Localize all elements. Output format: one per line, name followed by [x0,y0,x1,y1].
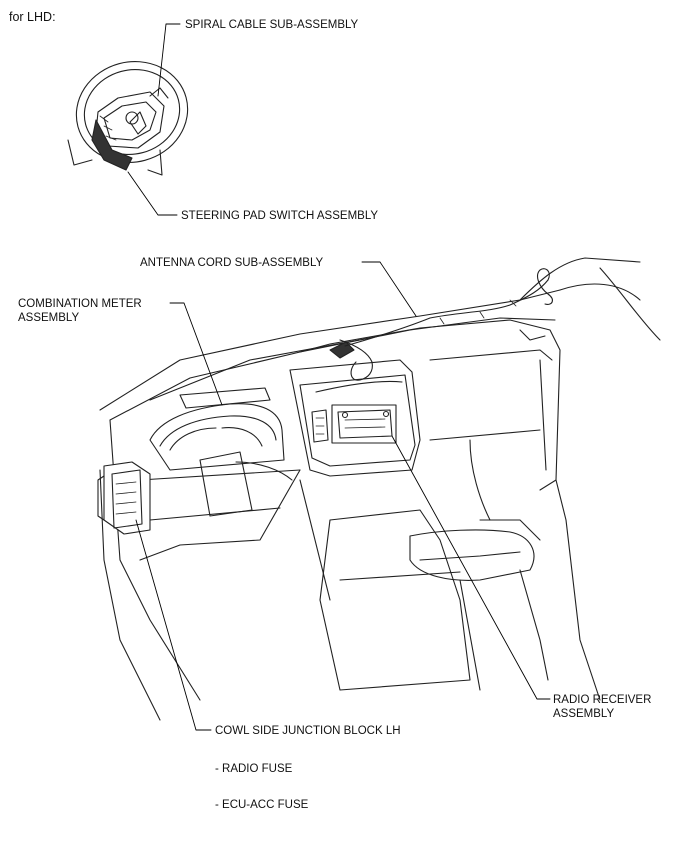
callout-combination-meter-line2: ASSEMBLY [18,312,80,324]
callout-radio-receiver-line2: ASSEMBLY [553,708,615,720]
callout-ecu-acc-fuse: - ECU-ACC FUSE [215,799,309,811]
callout-radio-fuse: - RADIO FUSE [215,763,293,775]
callout-antenna-cord: ANTENNA CORD SUB-ASSEMBLY [140,257,324,269]
leader-cowl-side-junction-block [135,519,212,731]
leader-antenna-cord [361,261,417,317]
callout-combination-meter: COMBINATION METER ASSEMBLY [18,297,142,325]
variant-label: for LHD: [9,10,56,24]
callout-steering-pad-switch: STEERING PAD SWITCH ASSEMBLY [181,210,379,222]
instrument-panel-illustration [97,257,661,721]
callout-combination-meter-line1: COMBINATION METER [18,298,142,310]
callout-spiral-cable: SPIRAL CABLE SUB-ASSEMBLY [185,19,359,31]
steering-wheel-illustration [67,61,189,176]
leader-combination-meter [169,302,223,406]
leader-steering-pad-switch [127,171,178,216]
callout-radio-receiver-line1: RADIO RECEIVER [553,694,652,706]
callout-cowl-side-junction-block: COWL SIDE JUNCTION BLOCK LH [215,725,401,737]
callout-radio-receiver: RADIO RECEIVER ASSEMBLY [553,693,651,721]
leader-radio-receiver [391,435,551,700]
leader-spiral-cable [157,23,181,97]
